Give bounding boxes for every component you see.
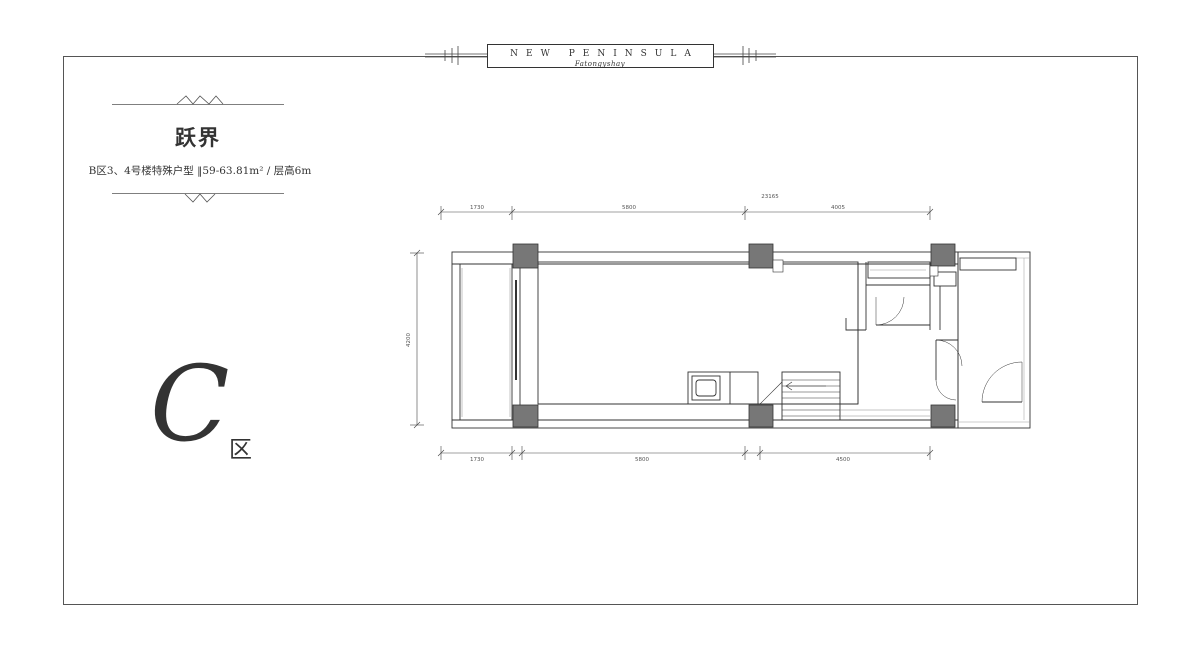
dim-bottom-2: 5800 (635, 457, 649, 463)
dim-top-3: 4005 (831, 205, 845, 211)
title-ornament-bottom (112, 193, 284, 203)
brand-name: NEW PENINSULA (510, 49, 699, 59)
dim-overall-top: 23165 (761, 194, 779, 200)
zone-letter: C (150, 343, 230, 465)
dim-top-1: 1730 (470, 205, 484, 211)
unit-subtitle: B区3、4号楼特殊户型 ‖59-63.81m² / 层高6m (88, 165, 312, 177)
brand-tagline: Fatongyshay (574, 60, 626, 68)
structural-columns (512, 243, 956, 428)
dim-top-2: 5800 (622, 205, 636, 211)
column-notches (772, 259, 939, 277)
brand-logo: NEW PENINSULA (487, 44, 714, 68)
brand-ornament (425, 46, 776, 65)
dimension-lines (410, 206, 934, 460)
title-ornament-top (112, 95, 284, 105)
dim-bottom-1: 1730 (470, 457, 484, 463)
floor-plan (451, 251, 1031, 429)
dim-left-height: 4200 (406, 333, 412, 347)
page-title: 跃界 (175, 125, 221, 150)
dim-bottom-3: 4500 (836, 457, 850, 463)
zone-label: 区 (229, 437, 252, 463)
